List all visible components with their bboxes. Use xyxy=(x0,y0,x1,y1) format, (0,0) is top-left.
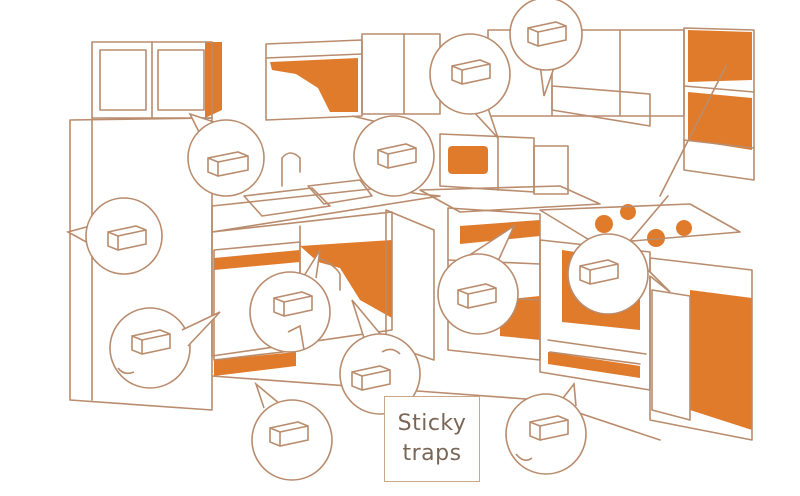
kick-shade xyxy=(548,352,640,378)
window-shade xyxy=(270,58,358,112)
sticky-trap-icon xyxy=(273,291,313,317)
hob-ring-4 xyxy=(676,220,692,236)
right-cabinet-interior xyxy=(690,290,752,430)
callout-6 xyxy=(109,307,221,389)
hob-ring-1 xyxy=(595,215,613,233)
sticky-trap-icon xyxy=(579,259,619,285)
shelf-mid-right xyxy=(688,92,752,150)
sticky-trap-icon xyxy=(131,329,171,355)
callout-3 xyxy=(429,33,511,139)
callout-11 xyxy=(251,381,333,481)
sticky-trap-icon xyxy=(457,283,497,309)
callout-group xyxy=(65,0,671,481)
sticky-trap-icon xyxy=(527,21,567,47)
callout-7 xyxy=(249,249,331,353)
sticky-traps-caption: Sticky traps xyxy=(384,396,480,482)
caption-line-1: Sticky xyxy=(397,411,467,436)
caption-line-2: traps xyxy=(402,441,462,466)
kitchen-linework xyxy=(69,27,755,441)
sticky-trap-icon xyxy=(377,143,417,169)
sticky-trap-icon xyxy=(207,151,249,177)
upper-cabinet-shade xyxy=(205,42,222,118)
hob-ring-3 xyxy=(647,229,665,247)
sticky-trap-icon xyxy=(107,225,147,251)
sticky-trap-icon xyxy=(451,59,491,85)
callout-2 xyxy=(351,115,435,197)
microwave-window xyxy=(448,146,488,174)
dishwasher-band xyxy=(214,250,300,270)
sticky-trap-icon xyxy=(529,415,569,441)
callout-10 xyxy=(567,233,671,315)
sticky-trap-icon xyxy=(269,421,309,447)
callout-8 xyxy=(339,299,421,415)
shelf-top-right xyxy=(688,30,752,82)
sticky-trap-icon xyxy=(351,365,391,391)
callout-12 xyxy=(505,381,587,475)
callout-4 xyxy=(509,0,583,97)
drawer-gap-1 xyxy=(460,220,540,244)
callout-5 xyxy=(65,197,163,275)
callout-9 xyxy=(437,223,519,335)
hob-ring-2 xyxy=(620,204,636,220)
callout-1 xyxy=(187,112,265,197)
